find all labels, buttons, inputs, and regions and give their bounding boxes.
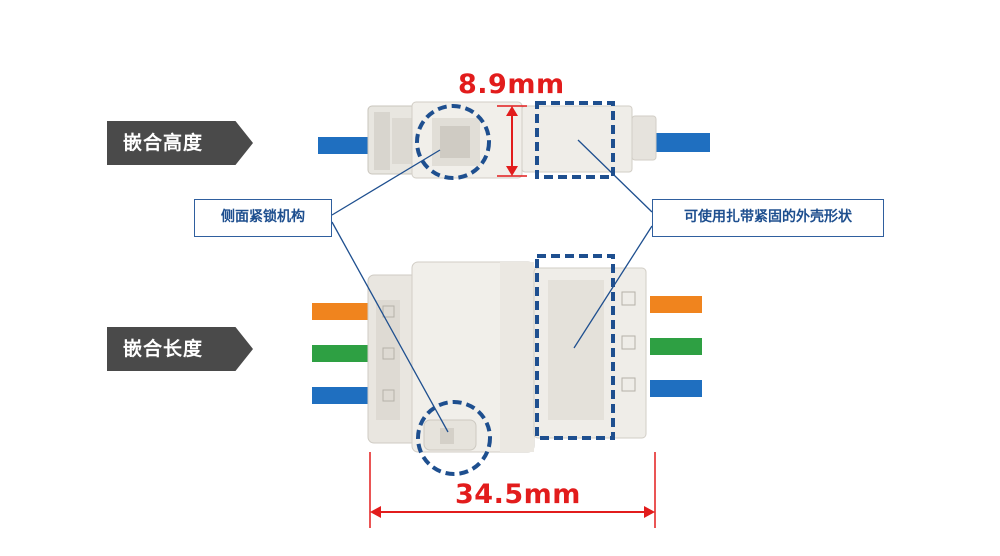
right-wire-orange <box>650 296 702 313</box>
top-right-wire <box>652 133 710 152</box>
side-lock-callout: 侧面紧锁机构 <box>194 199 332 237</box>
length-dimension-text: 34.5mm <box>455 479 581 510</box>
leader-lines <box>331 139 653 433</box>
bottom-connector <box>312 254 702 528</box>
top-lock-highlight <box>415 104 491 180</box>
bottom-shell-highlight <box>535 254 615 440</box>
left-wire-green <box>312 345 374 362</box>
height-dimension-text: 8.9mm <box>458 69 565 100</box>
tie-shape-callout: 可使用扎带紧固的外壳形状 <box>652 199 884 237</box>
left-wire-blue <box>312 387 374 404</box>
bottom-lock-highlight <box>416 400 492 476</box>
mating-length-label: 嵌合长度 <box>107 327 253 371</box>
right-wire-green <box>650 338 702 355</box>
top-connector <box>318 101 710 180</box>
right-wire-blue <box>650 380 702 397</box>
mating-height-label: 嵌合高度 <box>107 121 253 165</box>
top-shell-highlight <box>535 101 615 179</box>
top-left-wire <box>318 137 374 154</box>
left-wire-orange <box>312 303 374 320</box>
